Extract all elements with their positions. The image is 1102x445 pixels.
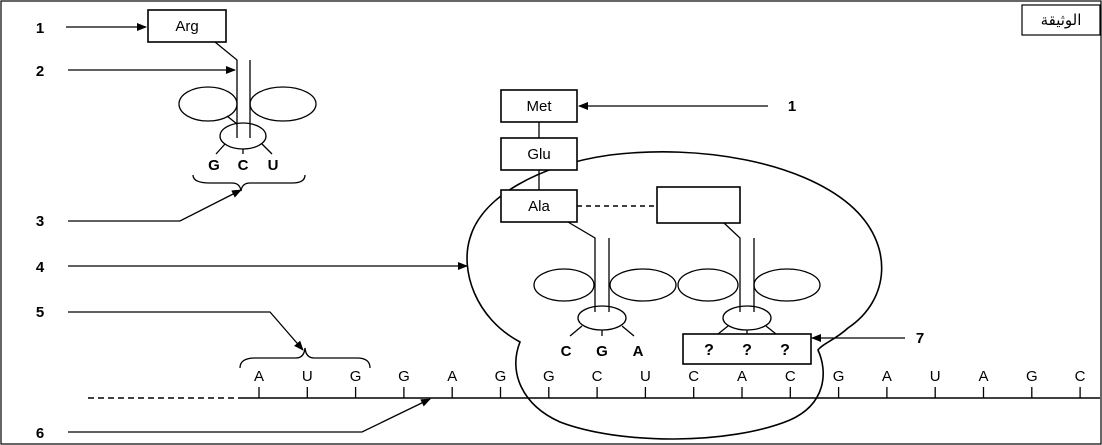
middle-trna: C G A: [533, 221, 677, 360]
ala-box: [500, 189, 578, 223]
met-label: Met: [526, 98, 552, 115]
anticodon-base: G: [208, 157, 220, 174]
anticodon-unknown: ?: [742, 342, 752, 359]
anticodon-tick: [765, 325, 777, 335]
anticodon-tick: [261, 143, 273, 155]
anticodon-base: G: [596, 343, 608, 360]
document-label: الوثيقة: [1041, 11, 1082, 29]
mrna-base: U: [302, 368, 313, 385]
trna-right-loop: [609, 268, 677, 302]
label-2: 2: [36, 63, 44, 80]
mrna-base: G: [543, 368, 555, 385]
mrna-base: A: [447, 368, 457, 385]
trna-right-loop: [753, 268, 821, 302]
mrna-base: G: [350, 368, 362, 385]
anticodon-base: U: [268, 157, 279, 174]
trna-left-arm: [214, 41, 238, 138]
trna-left-loop: [533, 268, 595, 302]
trna-left-loop: [677, 268, 739, 302]
trna-left-loop: [178, 86, 238, 122]
mrna-base: G: [398, 368, 410, 385]
ribosome: [466, 151, 883, 440]
anticodon-unknown: ?: [704, 342, 714, 359]
mrna-base: U: [640, 368, 651, 385]
mrna-base: A: [882, 368, 892, 385]
mrna-base: U: [930, 368, 941, 385]
trna-right-loop: [249, 86, 317, 122]
mrna-base: G: [833, 368, 845, 385]
mrna-base: C: [1075, 368, 1086, 385]
arrow-6: [68, 398, 431, 433]
mrna-base: G: [495, 368, 507, 385]
trna-link: [226, 115, 238, 125]
anticodon-tick: [717, 325, 729, 335]
trna-left-arm: [567, 221, 596, 312]
label-6: 6: [36, 425, 44, 442]
mrna-base: C: [785, 368, 796, 385]
anticodon-tick: [215, 143, 226, 155]
trna-anticodon-loop: [219, 122, 267, 150]
label-3: 3: [36, 213, 44, 230]
anticodon-unknown: ?: [780, 342, 790, 359]
mrna-base: G: [1026, 368, 1038, 385]
mrna-base: C: [592, 368, 603, 385]
mrna-base: C: [688, 368, 699, 385]
polypeptide-chain: Met Glu Ala: [500, 89, 741, 224]
anticodon-tick: [621, 325, 635, 337]
incoming-amino-acid-box: [656, 186, 741, 224]
codon-brace: [239, 347, 371, 369]
anticodon-base: C: [561, 343, 572, 360]
label-5: 5: [36, 304, 44, 321]
trna-left-arm: [723, 222, 741, 312]
ala-label: Ala: [528, 198, 550, 215]
anticodon-base: C: [238, 157, 249, 174]
label-1: 1: [36, 20, 44, 37]
mrna-base: A: [737, 368, 747, 385]
mrna-base: A: [254, 368, 264, 385]
trna-anticodon-loop: [722, 305, 772, 331]
arrow-3: [68, 189, 242, 222]
anticodon-brace: [192, 174, 306, 192]
arg-box: [147, 9, 227, 43]
unknown-anticodon-box: [682, 333, 812, 365]
label-7: 7: [916, 330, 924, 347]
label-1-right: 1: [788, 98, 796, 115]
anticodon-base: A: [633, 343, 644, 360]
arrow-5: [68, 311, 304, 351]
anticodon-tick: [569, 325, 583, 337]
glu-label: Glu: [527, 146, 550, 163]
trna-anticodon-loop: [577, 305, 627, 331]
mrna-base: A: [978, 368, 988, 385]
label-4: 4: [36, 259, 45, 276]
arg-label: Arg: [175, 18, 198, 35]
glu-box: [500, 137, 578, 171]
document-label-box: [1021, 4, 1101, 36]
left-trna: Arg G C U: [147, 9, 317, 192]
right-trna: ? ? ?: [677, 222, 821, 365]
